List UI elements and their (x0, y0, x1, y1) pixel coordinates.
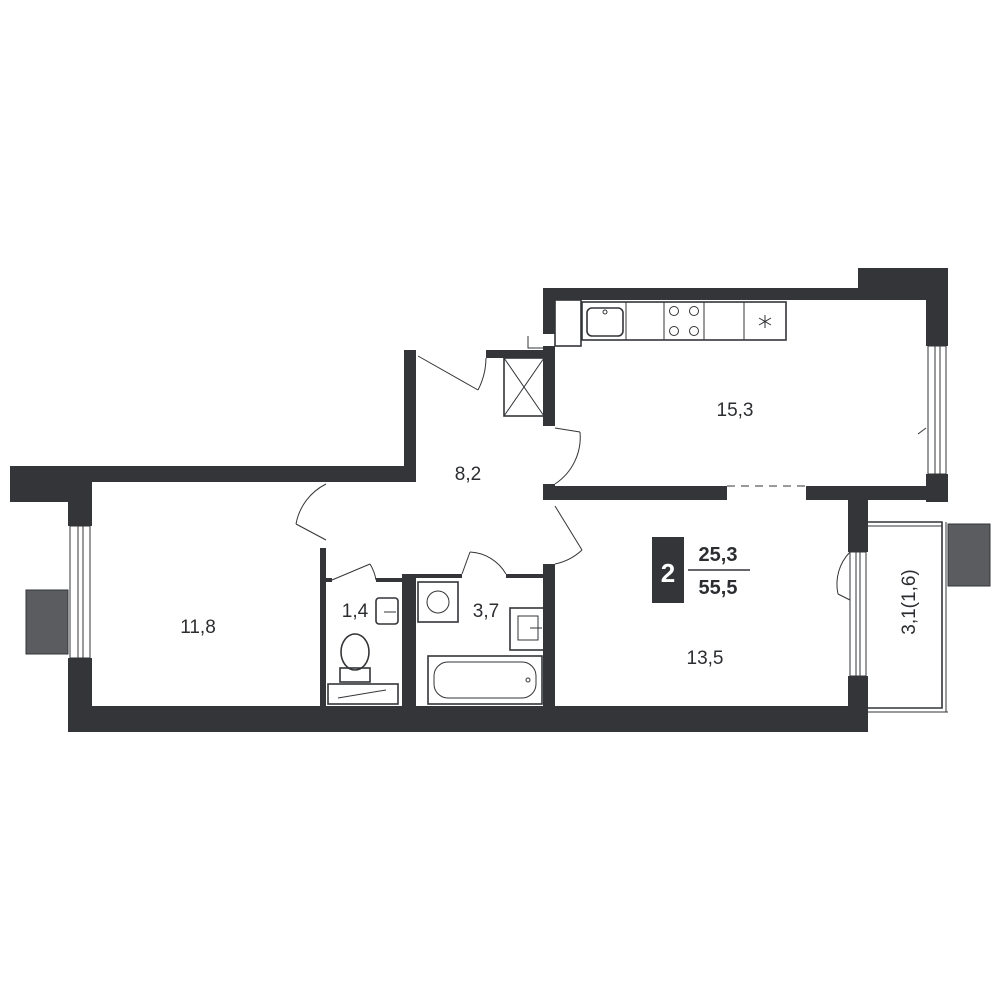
snowflake-icon (758, 315, 772, 328)
washing-machine-icon (417, 581, 459, 623)
sink-icon (586, 307, 624, 337)
room-area-kitchen: 15,3 (717, 400, 754, 421)
area-badge: 2 25,3 55,5 (652, 537, 750, 603)
bathtub-icon (427, 655, 543, 705)
room-area-bedroom: 13,5 (687, 648, 724, 669)
ac-unit-left (25, 589, 69, 655)
room-area-balcony: 3,1(1,6) (899, 569, 920, 634)
rooms-count-box (652, 537, 684, 603)
room-area-toilet: 1,4 (342, 601, 369, 622)
total-area: 55,5 (699, 577, 738, 599)
toilet-sink-icon (375, 597, 399, 625)
room-area-hallway: 8,2 (455, 464, 481, 485)
doors (295, 355, 927, 601)
washbasin-icon (509, 607, 545, 651)
walls (10, 268, 948, 732)
kitchen-counter (581, 301, 787, 341)
toilet-floor-tray (327, 683, 399, 705)
room-area-living: 11,8 (180, 617, 216, 638)
ac-unit-right (947, 523, 991, 587)
stove-icon (669, 306, 699, 336)
living-area: 25,3 (699, 544, 738, 566)
toilet-icon (339, 633, 371, 683)
windows (69, 345, 947, 677)
rooms-count: 2 (661, 558, 675, 588)
room-area-bathroom: 3,7 (473, 601, 499, 622)
utility-box (527, 299, 582, 349)
balcony-frame (868, 521, 948, 713)
wardrobe (503, 357, 545, 417)
toilet-tray-divider (337, 689, 387, 699)
